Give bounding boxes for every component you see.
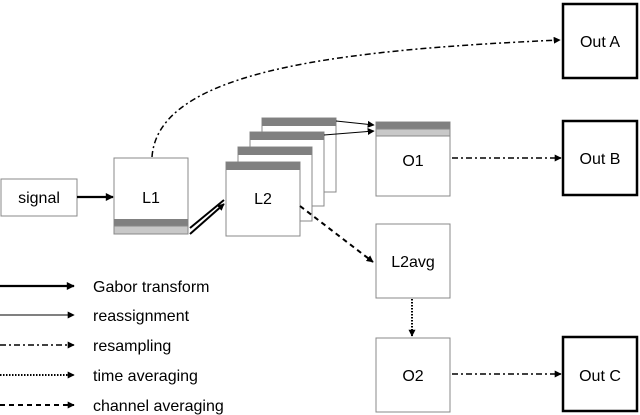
l2-node: L2 (225, 161, 301, 237)
l1-node: L1 (113, 157, 189, 235)
signal-label: signal (18, 190, 60, 207)
l2-stack: L2 (225, 117, 337, 237)
l2avg-label: L2avg (391, 254, 435, 271)
legend-reassignment-label: reassignment (93, 308, 190, 325)
legend-reassignment: reassignment (0, 308, 190, 325)
edge-l1-out-a (151, 36, 561, 158)
l1-label: L1 (142, 190, 160, 207)
legend-time-averaging: time averaging (0, 368, 198, 385)
out-c-label: Out C (579, 368, 621, 385)
legend-channel-averaging: channel averaging (0, 398, 224, 415)
l1-band-light (113, 225, 189, 235)
legend-resampling: resampling (0, 338, 171, 355)
signal-node: signal (0, 178, 78, 217)
l2avg-node: L2avg (375, 223, 451, 299)
edge-l2-o1 (323, 120, 375, 136)
edge-l2-l2avg (299, 205, 374, 263)
o2-label: O2 (402, 368, 423, 385)
legend: Gabor transform reassignment resampling … (0, 279, 224, 415)
edge-l1-l2 (189, 199, 225, 235)
o1-band-dark (376, 122, 450, 129)
legend-time-averaging-label: time averaging (93, 368, 198, 385)
out-a-label: Out A (580, 34, 620, 51)
legend-resampling-label: resampling (93, 338, 171, 355)
legend-channel-averaging-label: channel averaging (93, 398, 224, 415)
out-a-node: Out A (561, 2, 639, 80)
o1-node: O1 (375, 121, 451, 197)
out-c-node: Out C (561, 335, 639, 413)
legend-gabor: Gabor transform (0, 279, 209, 296)
legend-gabor-label: Gabor transform (93, 279, 209, 296)
l1-band-dark (114, 219, 188, 226)
o2-node: O2 (375, 337, 451, 413)
l2-label: L2 (254, 191, 272, 208)
out-b-node: Out B (561, 119, 639, 197)
o1-band-light (375, 128, 451, 137)
o1-label: O1 (402, 153, 423, 170)
out-b-label: Out B (580, 151, 621, 168)
